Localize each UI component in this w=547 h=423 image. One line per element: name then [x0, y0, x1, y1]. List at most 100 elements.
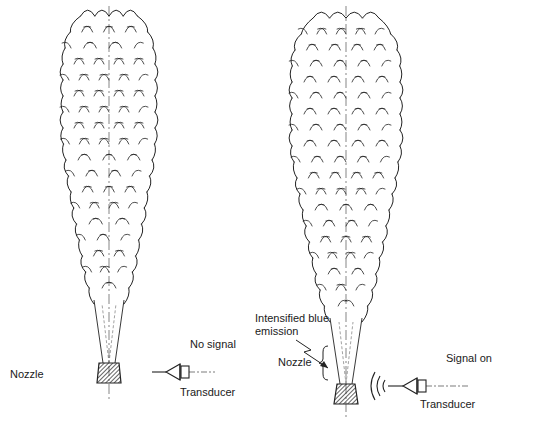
flame-outline — [70, 192, 74, 208]
flame-outline — [289, 124, 298, 130]
flame-outline — [67, 176, 71, 192]
flame-outline — [337, 60, 346, 66]
flame-outline — [337, 124, 346, 130]
flame-outline — [302, 210, 306, 226]
flame-outline — [307, 108, 316, 114]
flame-outline — [99, 74, 108, 80]
flame-outline — [328, 76, 337, 82]
flame-outline — [79, 74, 88, 80]
flame-outline — [121, 234, 130, 240]
signal-label: No signal — [190, 338, 236, 351]
flame-outline — [134, 42, 143, 48]
flame-outline — [362, 306, 368, 322]
flame-outline — [379, 242, 383, 258]
part-label: Nozzle — [278, 356, 312, 369]
flame-outline — [332, 172, 341, 178]
flame-outline — [360, 156, 369, 162]
flame-outline — [328, 252, 337, 258]
flame-outline — [313, 124, 322, 130]
flame-outline — [155, 80, 158, 96]
flame-outline — [90, 202, 99, 208]
flame-outline — [124, 288, 129, 304]
flame-outline — [115, 122, 124, 128]
flame-outline — [310, 124, 319, 130]
flame-outline — [105, 26, 114, 32]
flame-outline — [352, 108, 361, 114]
flame-outline — [293, 162, 297, 178]
flame-outline — [352, 76, 361, 82]
flame-outline — [299, 194, 303, 210]
flame-outline — [74, 90, 83, 96]
flame-outline — [368, 290, 373, 306]
flame-outline — [118, 266, 127, 272]
flame-outline — [155, 112, 158, 128]
flame-outline — [331, 76, 340, 82]
flame-outline — [99, 138, 108, 144]
part-label: Transducer — [180, 386, 235, 399]
flame-outline — [290, 146, 294, 162]
flame-outline — [354, 44, 363, 50]
flame-outline — [64, 32, 70, 48]
flame-outline — [61, 128, 64, 144]
flame-outline — [313, 60, 322, 66]
flame-outline — [81, 154, 90, 160]
flame-outline — [328, 140, 337, 146]
flame-outline — [315, 274, 320, 290]
flame-outline — [307, 76, 316, 82]
flame-outline — [155, 64, 158, 80]
flame-outline — [301, 18, 313, 34]
flame-outline — [132, 170, 141, 176]
flame-outline — [152, 144, 155, 160]
flame-outline — [129, 202, 138, 208]
flame-outline — [304, 108, 313, 114]
part-label: Nozzle — [10, 368, 44, 381]
flame-outline — [61, 80, 64, 96]
transducer-symbol — [371, 372, 470, 400]
flame-outline — [62, 42, 71, 48]
flame-outline — [107, 282, 116, 288]
flame-outline — [382, 124, 391, 130]
flame-outline — [363, 236, 372, 242]
flame-outline — [64, 160, 68, 176]
nozzle — [97, 363, 121, 383]
flame-outline — [290, 114, 292, 130]
flame-outline — [60, 106, 69, 112]
flame-outline — [346, 252, 355, 258]
flame-outline — [328, 108, 337, 114]
flame-outline — [331, 108, 340, 114]
flame-outline — [120, 138, 129, 144]
flame-outline — [328, 268, 337, 274]
flame-outline — [379, 140, 388, 146]
flame-outline — [95, 58, 104, 64]
flame-outline — [358, 60, 367, 66]
flame-outline — [103, 154, 112, 160]
flame-outline — [155, 128, 158, 144]
flame-outline — [397, 50, 401, 66]
flame-outline — [95, 10, 109, 16]
flame-outline — [136, 240, 140, 256]
flame-outline — [379, 108, 388, 114]
flame-outline — [79, 138, 88, 144]
flame-outline — [310, 252, 319, 258]
flame-outline — [291, 50, 295, 66]
flame-outline — [112, 170, 121, 176]
flame-outline — [123, 10, 137, 16]
flame-outline — [84, 26, 93, 32]
flame-outline — [128, 154, 137, 160]
flame-outline — [109, 202, 118, 208]
flame-outline — [356, 28, 365, 34]
annotation-label: Intensified blue emission — [255, 312, 347, 337]
flame-outline — [88, 170, 97, 176]
flame-outline — [150, 160, 154, 176]
flame-outline — [60, 138, 69, 144]
flame-outline — [135, 90, 144, 96]
flame-outline — [315, 204, 324, 210]
flame-outline — [368, 204, 377, 210]
flame-outline — [338, 300, 347, 306]
flame-outline — [328, 252, 337, 258]
flame-outline — [115, 90, 124, 96]
flame-outline — [74, 122, 83, 128]
flame-outline — [70, 16, 80, 32]
flame-outline — [139, 106, 148, 112]
flame-outline — [343, 204, 352, 210]
